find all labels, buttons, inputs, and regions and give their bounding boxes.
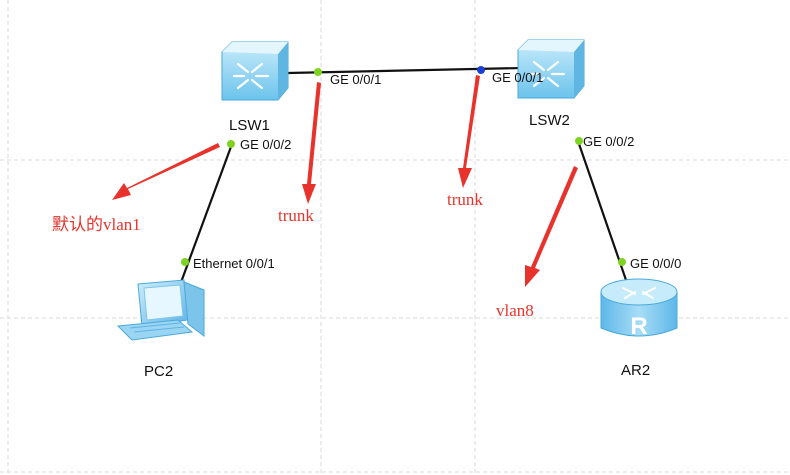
port-dot-lsw2-g001 xyxy=(477,66,485,74)
annotation-trunk-left: trunk xyxy=(278,206,314,225)
links xyxy=(178,66,628,286)
port-label-pc2-eth: Ethernet 0/0/1 xyxy=(193,256,275,271)
device-label-pc2: PC2 xyxy=(144,363,174,380)
port-label-lsw2-g002: GE 0/0/2 xyxy=(583,134,635,149)
port-dot-lsw1-g001 xyxy=(314,68,322,76)
port-dot-lsw1-g002 xyxy=(227,140,235,148)
port-label-lsw1-g001: GE 0/0/1 xyxy=(330,72,382,87)
port-label-ar2-g000: GE 0/0/0 xyxy=(630,256,682,271)
annotation-vlan8: vlan8 xyxy=(496,301,534,320)
link-lsw1-lsw2 xyxy=(287,66,523,75)
device-label-ar2: AR2 xyxy=(621,362,651,379)
port-label-lsw1-g002: GE 0/0/2 xyxy=(240,137,292,152)
pc-icon[interactable] xyxy=(116,279,205,341)
annotation-arrows xyxy=(112,75,578,287)
router-icon[interactable]: R xyxy=(600,278,678,340)
link-lsw2-ar2 xyxy=(576,140,628,281)
switch-icon[interactable] xyxy=(517,39,585,99)
port-dot-ar2-g000 xyxy=(618,258,626,266)
port-dots xyxy=(181,66,626,266)
annotation-trunk-right: trunk xyxy=(447,190,483,209)
arrow-trunk-right xyxy=(458,75,480,188)
arrow-default-vlan xyxy=(112,143,220,200)
arrow-trunk-left xyxy=(302,82,321,204)
switch-icon[interactable] xyxy=(221,41,289,101)
annotation-default-vlan: 默认的vlan1 xyxy=(52,215,141,234)
arrow-vlan8 xyxy=(525,166,578,287)
port-dot-lsw2-g002 xyxy=(575,137,583,145)
device-label-lsw1: LSW1 xyxy=(229,117,270,134)
device-label-lsw2: LSW2 xyxy=(529,112,570,129)
port-dot-pc2-eth xyxy=(181,258,189,266)
port-label-lsw2-g001: GE 0/0/1 xyxy=(492,70,544,85)
svg-text:R: R xyxy=(630,313,647,340)
